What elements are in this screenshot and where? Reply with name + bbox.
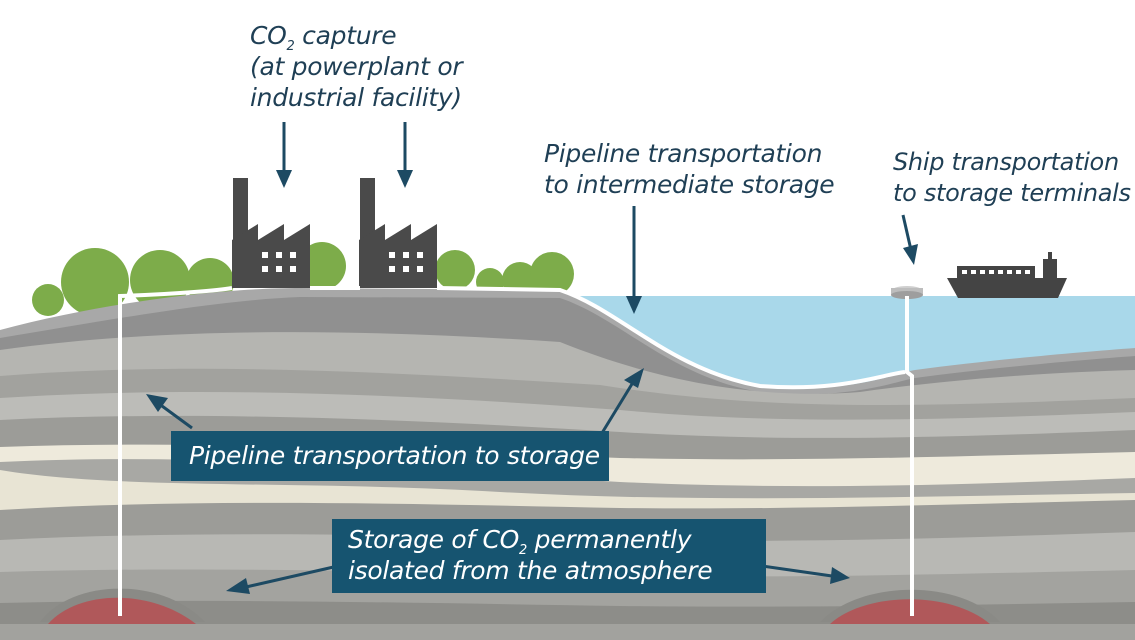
- storage-line1-prefix: Storage of CO: [348, 525, 520, 554]
- storage-box: Storage of CO2 permanently isolated from…: [332, 519, 766, 593]
- ship-icon: [947, 252, 1067, 298]
- storage-line2: isolated from the atmosphere: [348, 556, 713, 585]
- buoy-icon: [891, 286, 923, 299]
- ship-transport-label: Ship transportation to storage terminals: [893, 147, 1131, 209]
- storage-line1-suffix: permanently: [527, 525, 692, 554]
- co2-capture-line1-suffix: capture: [294, 21, 397, 50]
- co2-capture-label: CO2 capture (at powerplant or industrial…: [250, 20, 463, 113]
- co2-capture-line3: industrial facility): [250, 83, 462, 112]
- pipeline-storage-box: Pipeline transportation to storage: [171, 431, 609, 481]
- co2-capture-line1-prefix: CO: [250, 21, 287, 50]
- co2-capture-line2: (at powerplant or: [250, 52, 463, 81]
- ship-transport-line2: to storage terminals: [893, 179, 1131, 207]
- pipeline-intermediate-label: Pipeline transportation to intermediate …: [544, 138, 835, 200]
- pipeline-storage-label: Pipeline transportation to storage: [189, 441, 600, 470]
- pipeline-intermediate-line2: to intermediate storage: [544, 170, 835, 199]
- arrow-icon: [146, 122, 918, 594]
- storage-co2-subscript: 2: [519, 543, 528, 558]
- ship-transport-line1: Ship transportation: [893, 148, 1119, 176]
- pipeline-intermediate-line1: Pipeline transportation: [544, 139, 823, 168]
- co2-subscript: 2: [286, 39, 295, 54]
- pipeline: [118, 286, 914, 616]
